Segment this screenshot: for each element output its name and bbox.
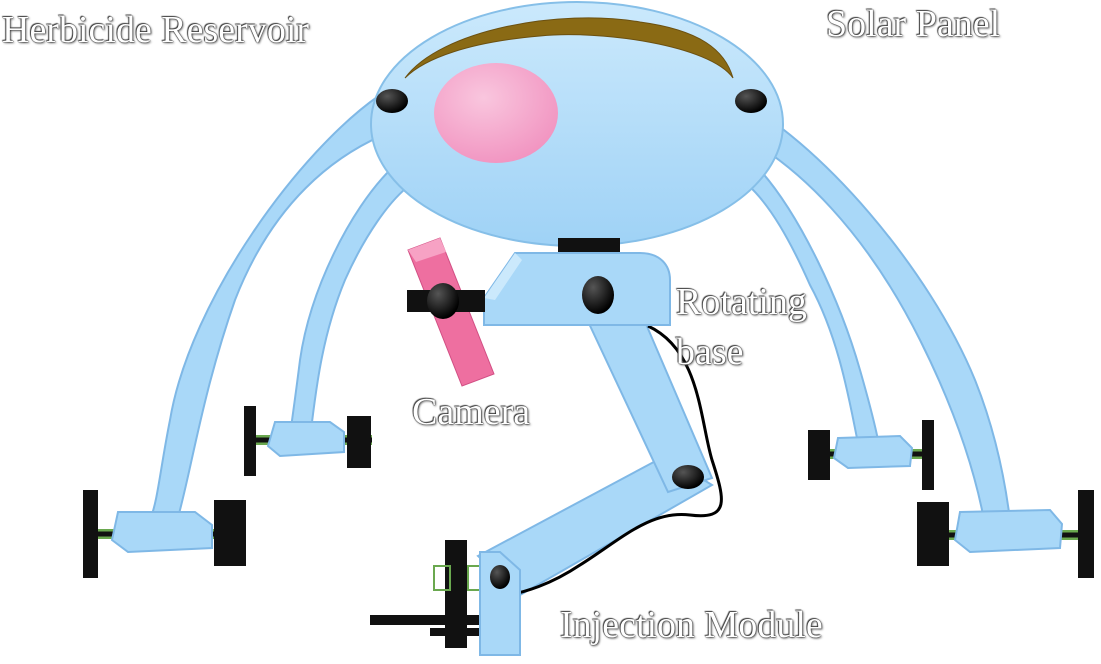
main-body	[370, 1, 784, 247]
label-herbicide-reservoir: Herbicide Reservoir	[2, 9, 310, 51]
wheel-front-right-outer	[1078, 490, 1094, 578]
label-injection-module: Injection Module	[560, 604, 823, 646]
foot-front-left	[83, 490, 246, 578]
injection-plunger	[445, 540, 467, 648]
wheel-back-right-inner	[808, 430, 830, 480]
cable	[504, 324, 723, 598]
camera	[407, 237, 495, 387]
solar-panel	[404, 17, 734, 79]
base-mount	[558, 238, 620, 252]
injection-needle	[370, 615, 482, 625]
wheel-front-left-outer	[83, 490, 98, 578]
foot-back-right	[808, 420, 934, 490]
foot-front-right	[917, 490, 1094, 578]
foot-back-left	[244, 406, 372, 476]
label-rotating-base-line1: Rotating	[676, 281, 807, 323]
base-joint	[582, 276, 614, 314]
wheel-back-left-inner	[347, 416, 371, 468]
right-shoulder-joint	[735, 89, 767, 113]
label-solar-panel: Solar Panel	[826, 3, 1001, 45]
label-camera: Camera	[412, 391, 531, 433]
left-shoulder-joint	[376, 89, 408, 113]
injection-module	[370, 540, 521, 656]
label-rotating-base-line2: base	[676, 331, 744, 373]
wheel-front-left-inner	[214, 500, 246, 566]
herbicide-reservoir	[434, 63, 558, 163]
camera-joint	[427, 283, 459, 319]
elbow-joint	[672, 465, 704, 489]
wheel-back-right-outer	[922, 420, 934, 490]
wrist-joint	[490, 565, 510, 589]
wheel-back-left-outer	[244, 406, 256, 476]
rotating-base	[483, 238, 671, 326]
wheel-front-right-inner	[917, 502, 949, 566]
leg-back-left	[288, 168, 412, 440]
